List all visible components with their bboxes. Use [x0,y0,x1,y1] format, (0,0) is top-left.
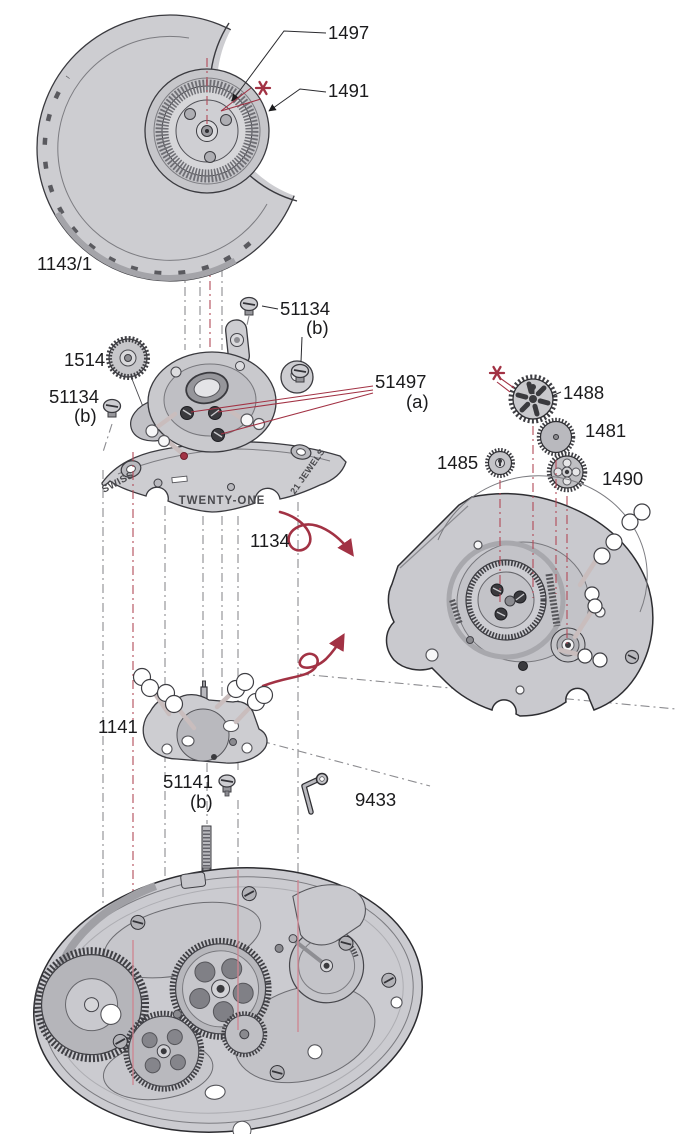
automatic-bridge [130,319,314,460]
part-label-1134: 1134 [250,530,290,551]
lever-9433 [301,772,329,815]
part-label-51134-left: 51134 [49,386,99,407]
part-label-1491: 1491 [328,80,369,101]
part-label-1141: 1141 [98,716,138,737]
rotor-bearing [144,68,270,194]
part-labels: 1497 1491 1143/1 51134 (b) 1514 51134 (b… [37,22,643,812]
jewel-red [180,452,188,460]
asterisk-icon [254,80,272,96]
rotation-arrow-upper [278,510,354,557]
fan-plate: SWISS TWENTY-ONE 21 JEWELS [100,441,347,513]
part-label-1485: 1485 [437,452,478,473]
oscillating-weight [36,0,453,282]
part-label-9433: 9433 [355,789,396,810]
part-label-1488: 1488 [563,382,604,403]
part-label-51141: 51141 [163,771,213,792]
gear-axis-lines [499,426,568,648]
winding-stem [201,825,212,877]
part-label-51134-left-sub: (b) [74,405,97,426]
part-label-51134-top-sub: (b) [306,317,329,338]
asterisk-icon [488,365,506,381]
screw-51134-top [239,296,259,316]
train-wheel-small [123,1010,205,1092]
leader-lines [190,30,562,435]
part-label-51497-sub: (a) [406,391,429,412]
screw-51134-right [290,363,310,383]
screw-51134-left [102,398,122,418]
part-label-1490: 1490 [602,468,643,489]
gear-1488 [508,374,558,424]
pinion-1514 [106,336,154,433]
part-label-1481: 1481 [585,420,626,441]
rotation-arrow-lower [261,633,345,688]
movement-plate [33,867,423,1134]
bridge-1141 [132,667,274,764]
part-label-1143-1: 1143/1 [37,253,92,274]
gear-1485 [485,448,515,478]
intermediate-wheel [221,1011,268,1058]
part-label-1514: 1514 [64,349,105,370]
balance-cock [292,884,366,946]
screws-51497 [180,406,225,442]
part-label-51134-top: 51134 [280,298,330,319]
gear-1490 [546,451,588,493]
part-label-51497: 51497 [375,371,426,392]
gear-1481 [536,417,576,457]
screw-51141 [218,774,236,797]
movement-axis-lines [132,870,299,1085]
part-label-51141-sub: (b) [190,791,213,812]
automatic-module [385,475,654,717]
part-label-1497: 1497 [328,22,369,43]
engraving-brand: TWENTY-ONE [179,495,266,507]
